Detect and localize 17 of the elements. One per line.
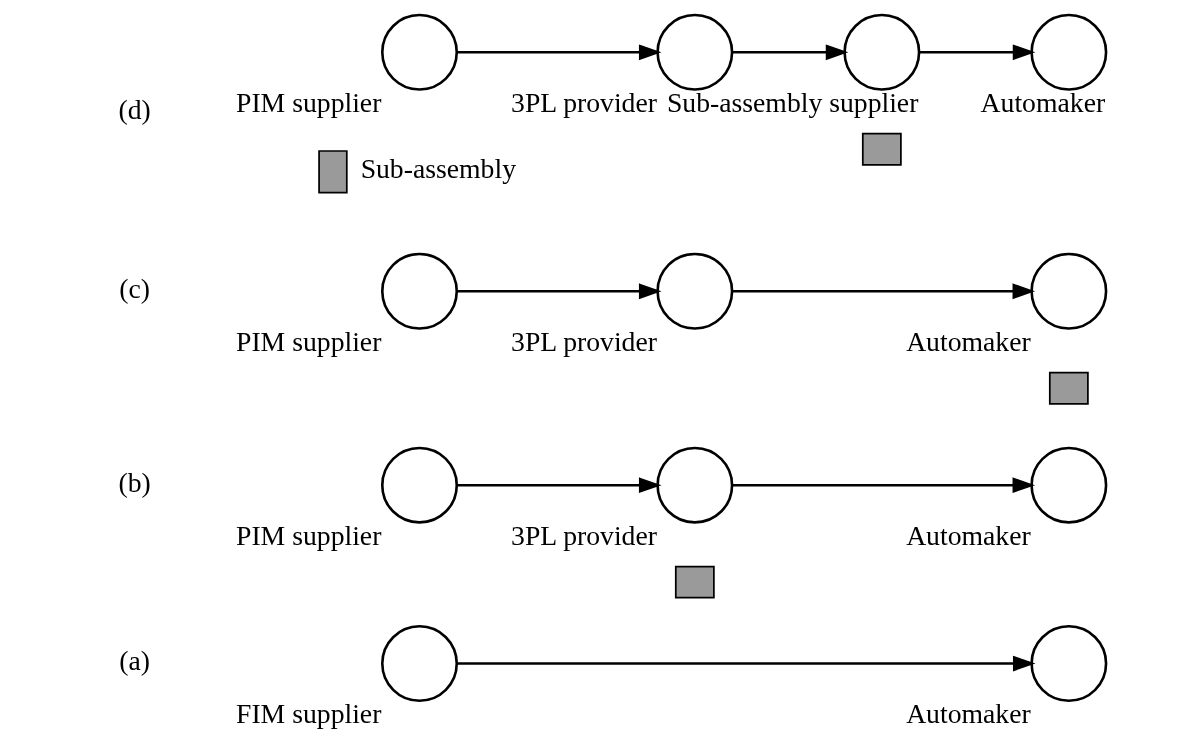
node-label: 3PL provider xyxy=(511,325,657,357)
label: (c) xyxy=(119,272,151,304)
node-label: Automaker xyxy=(906,519,1031,551)
node-label: PIM supplier xyxy=(236,325,382,357)
node-label: 3PL provider xyxy=(511,519,657,551)
node-label: Sub-assembly supplier xyxy=(666,86,919,118)
node-label: 3PL provider xyxy=(511,86,657,118)
node-label: FIM supplier xyxy=(236,697,382,729)
node-label: Automaker xyxy=(980,86,1106,118)
node-label: Automaker xyxy=(906,325,1031,357)
node-label: PIM supplier xyxy=(236,86,382,118)
label: (a) xyxy=(119,645,151,677)
label: (b) xyxy=(118,466,151,498)
node-label: Automaker xyxy=(906,697,1031,729)
legend-label: Sub-assembly xyxy=(360,153,516,185)
node-label: PIM supplier xyxy=(236,519,382,551)
label: (d) xyxy=(118,94,151,126)
